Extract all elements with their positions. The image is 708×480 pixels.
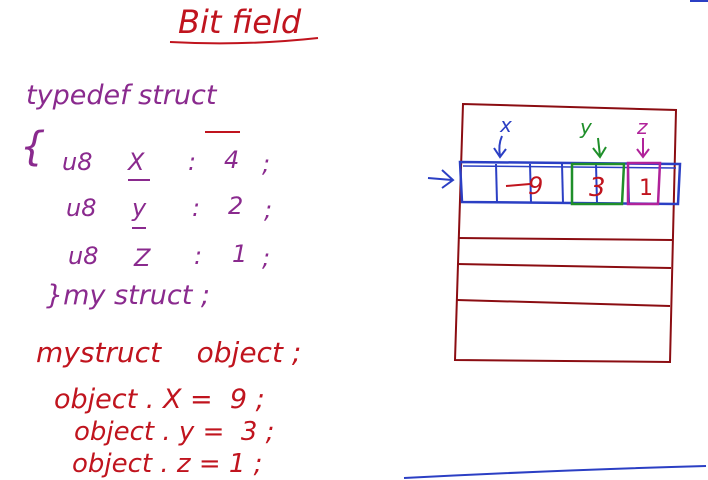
label-x: x <box>499 113 512 137</box>
field-x-semi: ; <box>262 150 270 178</box>
bit-divider-3 <box>561 163 564 204</box>
arrow-z <box>636 138 650 159</box>
label-z: z <box>636 115 648 139</box>
cell-value-x-stroke <box>505 183 531 187</box>
field-x-name: X <box>126 148 145 176</box>
field-z-colon: : <box>194 242 202 270</box>
field-x-bits: 4 <box>224 146 239 174</box>
usage-code-block: mystruct object ; object . X = 9 ; objec… <box>36 336 301 479</box>
field-z-name: Z <box>133 244 151 272</box>
title-underline <box>169 37 319 45</box>
assign-y-line: object . y = 3 ; <box>74 417 274 447</box>
memory-row-line-3 <box>456 299 671 307</box>
memory-frame <box>453 102 678 364</box>
byte-row-inner <box>462 165 677 169</box>
bit-divider-4 <box>595 163 598 204</box>
field-y-type: u8 <box>66 194 96 222</box>
assign-x-line: object . X = 9 ; <box>54 384 265 415</box>
pointer-arrow-icon <box>427 169 455 189</box>
label-y: y <box>579 115 593 139</box>
memory-row-line-2 <box>456 263 672 269</box>
typedef-line: typedef struct <box>26 80 218 111</box>
field-z-type: u8 <box>68 242 98 270</box>
field-y-name: y <box>131 194 147 222</box>
field-x-type: u8 <box>62 148 92 176</box>
y-field-box <box>570 162 626 206</box>
field-z-bits: 1 <box>232 240 247 268</box>
cell-value-y: 3 <box>589 173 606 203</box>
cell-value-z: 1 <box>639 176 653 201</box>
memory-row-line-1 <box>457 237 673 241</box>
field-y-colon: : <box>192 194 200 222</box>
page-title: Bit field <box>178 3 302 41</box>
arrow-y <box>592 137 607 159</box>
field-y-semi: ; <box>264 196 272 224</box>
bottom-edge-line <box>403 465 707 479</box>
field-y-bits: 2 <box>228 192 243 220</box>
struct-closing-line: }my struct ; <box>46 280 210 311</box>
bit-divider-1 <box>495 163 498 203</box>
cell-value-x: 9 <box>528 172 543 200</box>
bit-divider-2 <box>529 163 532 203</box>
field-z-semi: ; <box>262 244 270 272</box>
typedef-code-block: typedef struct { u8 X : 4 ; u8 y : 2 ; u… <box>20 80 272 311</box>
assign-z-line: object . z = 1 ; <box>72 449 262 479</box>
memory-diagram: 9 3 1 x y z <box>427 102 682 364</box>
z-field-box <box>626 161 662 206</box>
object-declaration: mystruct object ; <box>36 336 301 369</box>
brace-open: { <box>20 124 45 170</box>
arrow-x <box>493 135 507 159</box>
field-x-colon: : <box>188 148 196 176</box>
